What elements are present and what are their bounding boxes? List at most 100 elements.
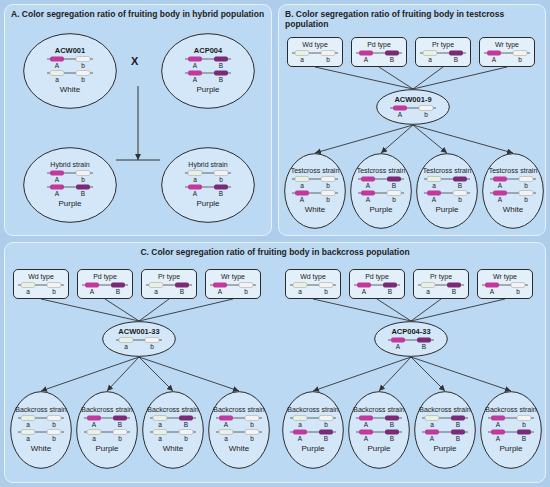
chromosome-row: Ab: [490, 190, 536, 204]
ellipse-shape: [162, 148, 255, 223]
spore-type-name: Wr type: [495, 41, 519, 49]
spore-type-box: Pd typeAB: [77, 269, 133, 299]
allele-letter: B: [214, 76, 228, 83]
chromosome-symbol: [292, 176, 338, 183]
chromosome-row: AB: [358, 176, 404, 190]
strain-name: Hybrid strain: [50, 161, 89, 169]
connector: [413, 67, 507, 89]
gene-block: [451, 416, 465, 421]
node-content: Wr typeAb: [206, 270, 260, 298]
allele-letter: A: [188, 76, 202, 83]
allele-letter: a: [423, 56, 437, 63]
chromosome-row: AB: [356, 429, 402, 443]
allele-letter: b: [179, 435, 193, 442]
connector: [105, 299, 139, 321]
chromosome-symbol: [420, 50, 466, 57]
chromosome-symbol: [424, 190, 470, 197]
allele-letter: a: [219, 435, 233, 442]
node-content: Backcross strainaBabWhite: [142, 391, 204, 469]
allele-letter: B: [214, 62, 228, 69]
chromosome-row: AB: [354, 282, 400, 296]
chromosome-row: Ab: [47, 56, 93, 70]
gene-block: [188, 71, 202, 76]
panel: B. Color segregation ratio of fruiting b…: [278, 4, 546, 236]
chromosome-row: aB: [146, 282, 192, 296]
chromosome-symbol: [150, 415, 196, 422]
chromosome-row: ab: [216, 429, 262, 443]
gene-block: [321, 50, 335, 55]
chromosome-symbol: [216, 415, 262, 422]
gene-block: [393, 105, 407, 110]
chromosome-row: ab: [292, 176, 338, 190]
chromosome-symbol: [290, 415, 336, 422]
chromosome-row: Ab: [488, 415, 534, 429]
allele-letter: A: [357, 288, 371, 295]
ellipse-shape: [417, 154, 478, 229]
gene-block: [293, 430, 307, 435]
chromosome-symbol: [47, 170, 93, 177]
gene-block: [385, 50, 399, 55]
chromosome-symbol: [290, 429, 336, 436]
allele-letter: A: [361, 182, 375, 189]
chromosome-row: AB: [488, 429, 534, 443]
ellipse-shape: [209, 392, 270, 469]
allele-letter: a: [295, 182, 309, 189]
connector: [411, 357, 445, 391]
ellipse-shape: [283, 392, 344, 469]
ellipse-outline: [282, 391, 344, 469]
ellipse-shape: [481, 392, 542, 469]
allele-letter: B: [385, 435, 399, 442]
chromosome-symbol: [418, 282, 464, 289]
strain-name: ACW001-9: [394, 96, 431, 104]
allele-letter: B: [175, 288, 189, 295]
allele-letter: A: [293, 435, 307, 442]
allele-letter: b: [321, 182, 335, 189]
panel-title: A. Color segregation ratio of fruiting b…: [11, 9, 265, 19]
allele-letter: A: [213, 288, 227, 295]
strain-ellipse: Testcross strainABAbPurple: [350, 153, 412, 229]
gene-block: [491, 430, 505, 435]
gene-block: [214, 171, 228, 176]
gene-block: [214, 57, 228, 62]
connector: [315, 67, 413, 89]
node-content: Backcross strainABabPurple: [76, 391, 138, 469]
allele-letter: B: [76, 190, 90, 197]
gene-block: [113, 430, 127, 435]
allele-letter: b: [321, 56, 335, 63]
chromosome-symbol: [18, 415, 64, 422]
chromosome-row: AB: [185, 56, 231, 70]
connector: [315, 125, 413, 153]
strain-name: Testcross strain: [291, 167, 340, 175]
strain-ellipse: Testcross strainaBAbPurple: [416, 153, 478, 229]
gene-block: [517, 416, 531, 421]
gene-block: [293, 416, 307, 421]
gene-block: [513, 50, 527, 55]
chromosome-symbol: [290, 282, 336, 289]
chromosome-row: Ab: [490, 176, 536, 190]
chromosome-symbol: [484, 50, 530, 57]
chromosome-row: aB: [424, 176, 470, 190]
allele-letter: b: [453, 196, 467, 203]
chromosome-row: ab: [290, 415, 336, 429]
ellipse-outline: [414, 391, 476, 469]
strain-name: Testcross strain: [489, 167, 538, 175]
allele-letter: B: [451, 421, 465, 428]
allele-letter: B: [214, 190, 228, 197]
chromosome-row: AB: [47, 184, 93, 198]
gene-block: [153, 430, 167, 435]
gene-block: [50, 185, 64, 190]
chromosome-symbol: [47, 70, 93, 77]
chromosome-symbol: [490, 176, 536, 183]
phenotype-color: White: [305, 205, 325, 215]
node-content: Testcross strainaBAbPurple: [416, 153, 478, 229]
allele-letter: b: [511, 288, 525, 295]
node-content: Wr typeAb: [478, 270, 532, 298]
allele-letter: b: [245, 435, 259, 442]
node-content: Hybrid strainabABPurple: [161, 147, 255, 223]
gene-block: [219, 430, 233, 435]
strain-ellipse: ACP004-33AB: [374, 321, 448, 357]
ellipse-outline: [161, 147, 255, 223]
gene-block: [419, 105, 433, 110]
ellipse-shape: [377, 90, 450, 125]
